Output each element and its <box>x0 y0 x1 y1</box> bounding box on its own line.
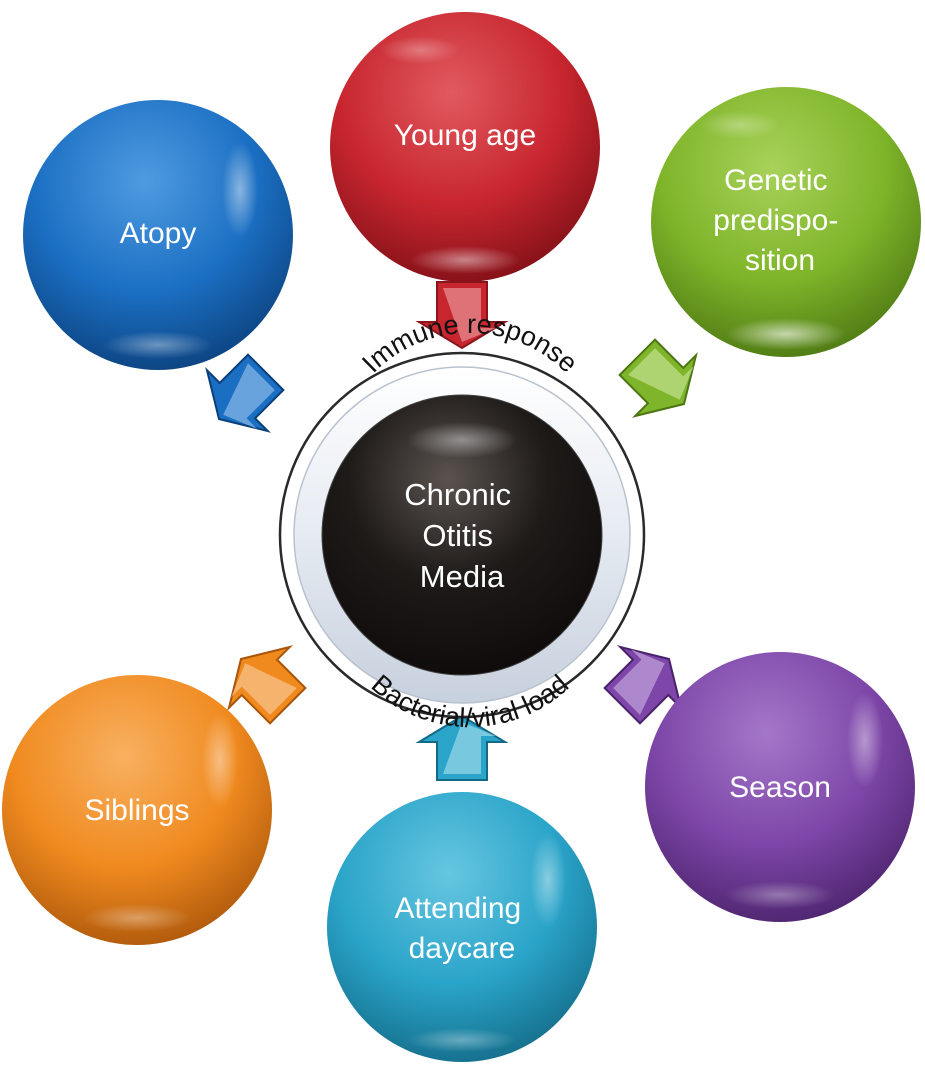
sphere-young-age <box>330 12 600 282</box>
label-atopy: Atopy <box>120 217 197 250</box>
factor-atopy: Atopy <box>23 100 293 370</box>
label-season: Season <box>729 771 831 804</box>
core-sphere <box>321 394 603 676</box>
arrow-siblings <box>227 645 307 725</box>
factor-young-age: Young age <box>330 12 600 282</box>
sphere-season <box>645 652 915 922</box>
label-daycare: Attending daycare <box>394 892 529 965</box>
core-label: Chronic Otitis Media <box>404 477 519 594</box>
arrow-season <box>603 645 683 725</box>
center-node: Immune response Bacterial/viral load Chr… <box>278 309 646 733</box>
label-siblings: Siblings <box>84 794 189 827</box>
arrow-young-age <box>415 281 509 350</box>
factor-daycare: Attending daycare <box>327 792 597 1062</box>
arrow-atopy <box>205 353 285 433</box>
sphere-daycare <box>327 792 597 1062</box>
factor-season: Season <box>645 652 915 922</box>
factor-genetic: Genetic predispo- sition <box>651 87 921 357</box>
label-genetic: Genetic predispo- sition <box>713 164 846 277</box>
sphere-genetic <box>651 87 921 357</box>
label-young-age: Young age <box>394 119 536 152</box>
factor-siblings: Siblings <box>2 675 272 945</box>
arrow-daycare <box>415 714 509 781</box>
arrow-genetic <box>618 338 698 418</box>
